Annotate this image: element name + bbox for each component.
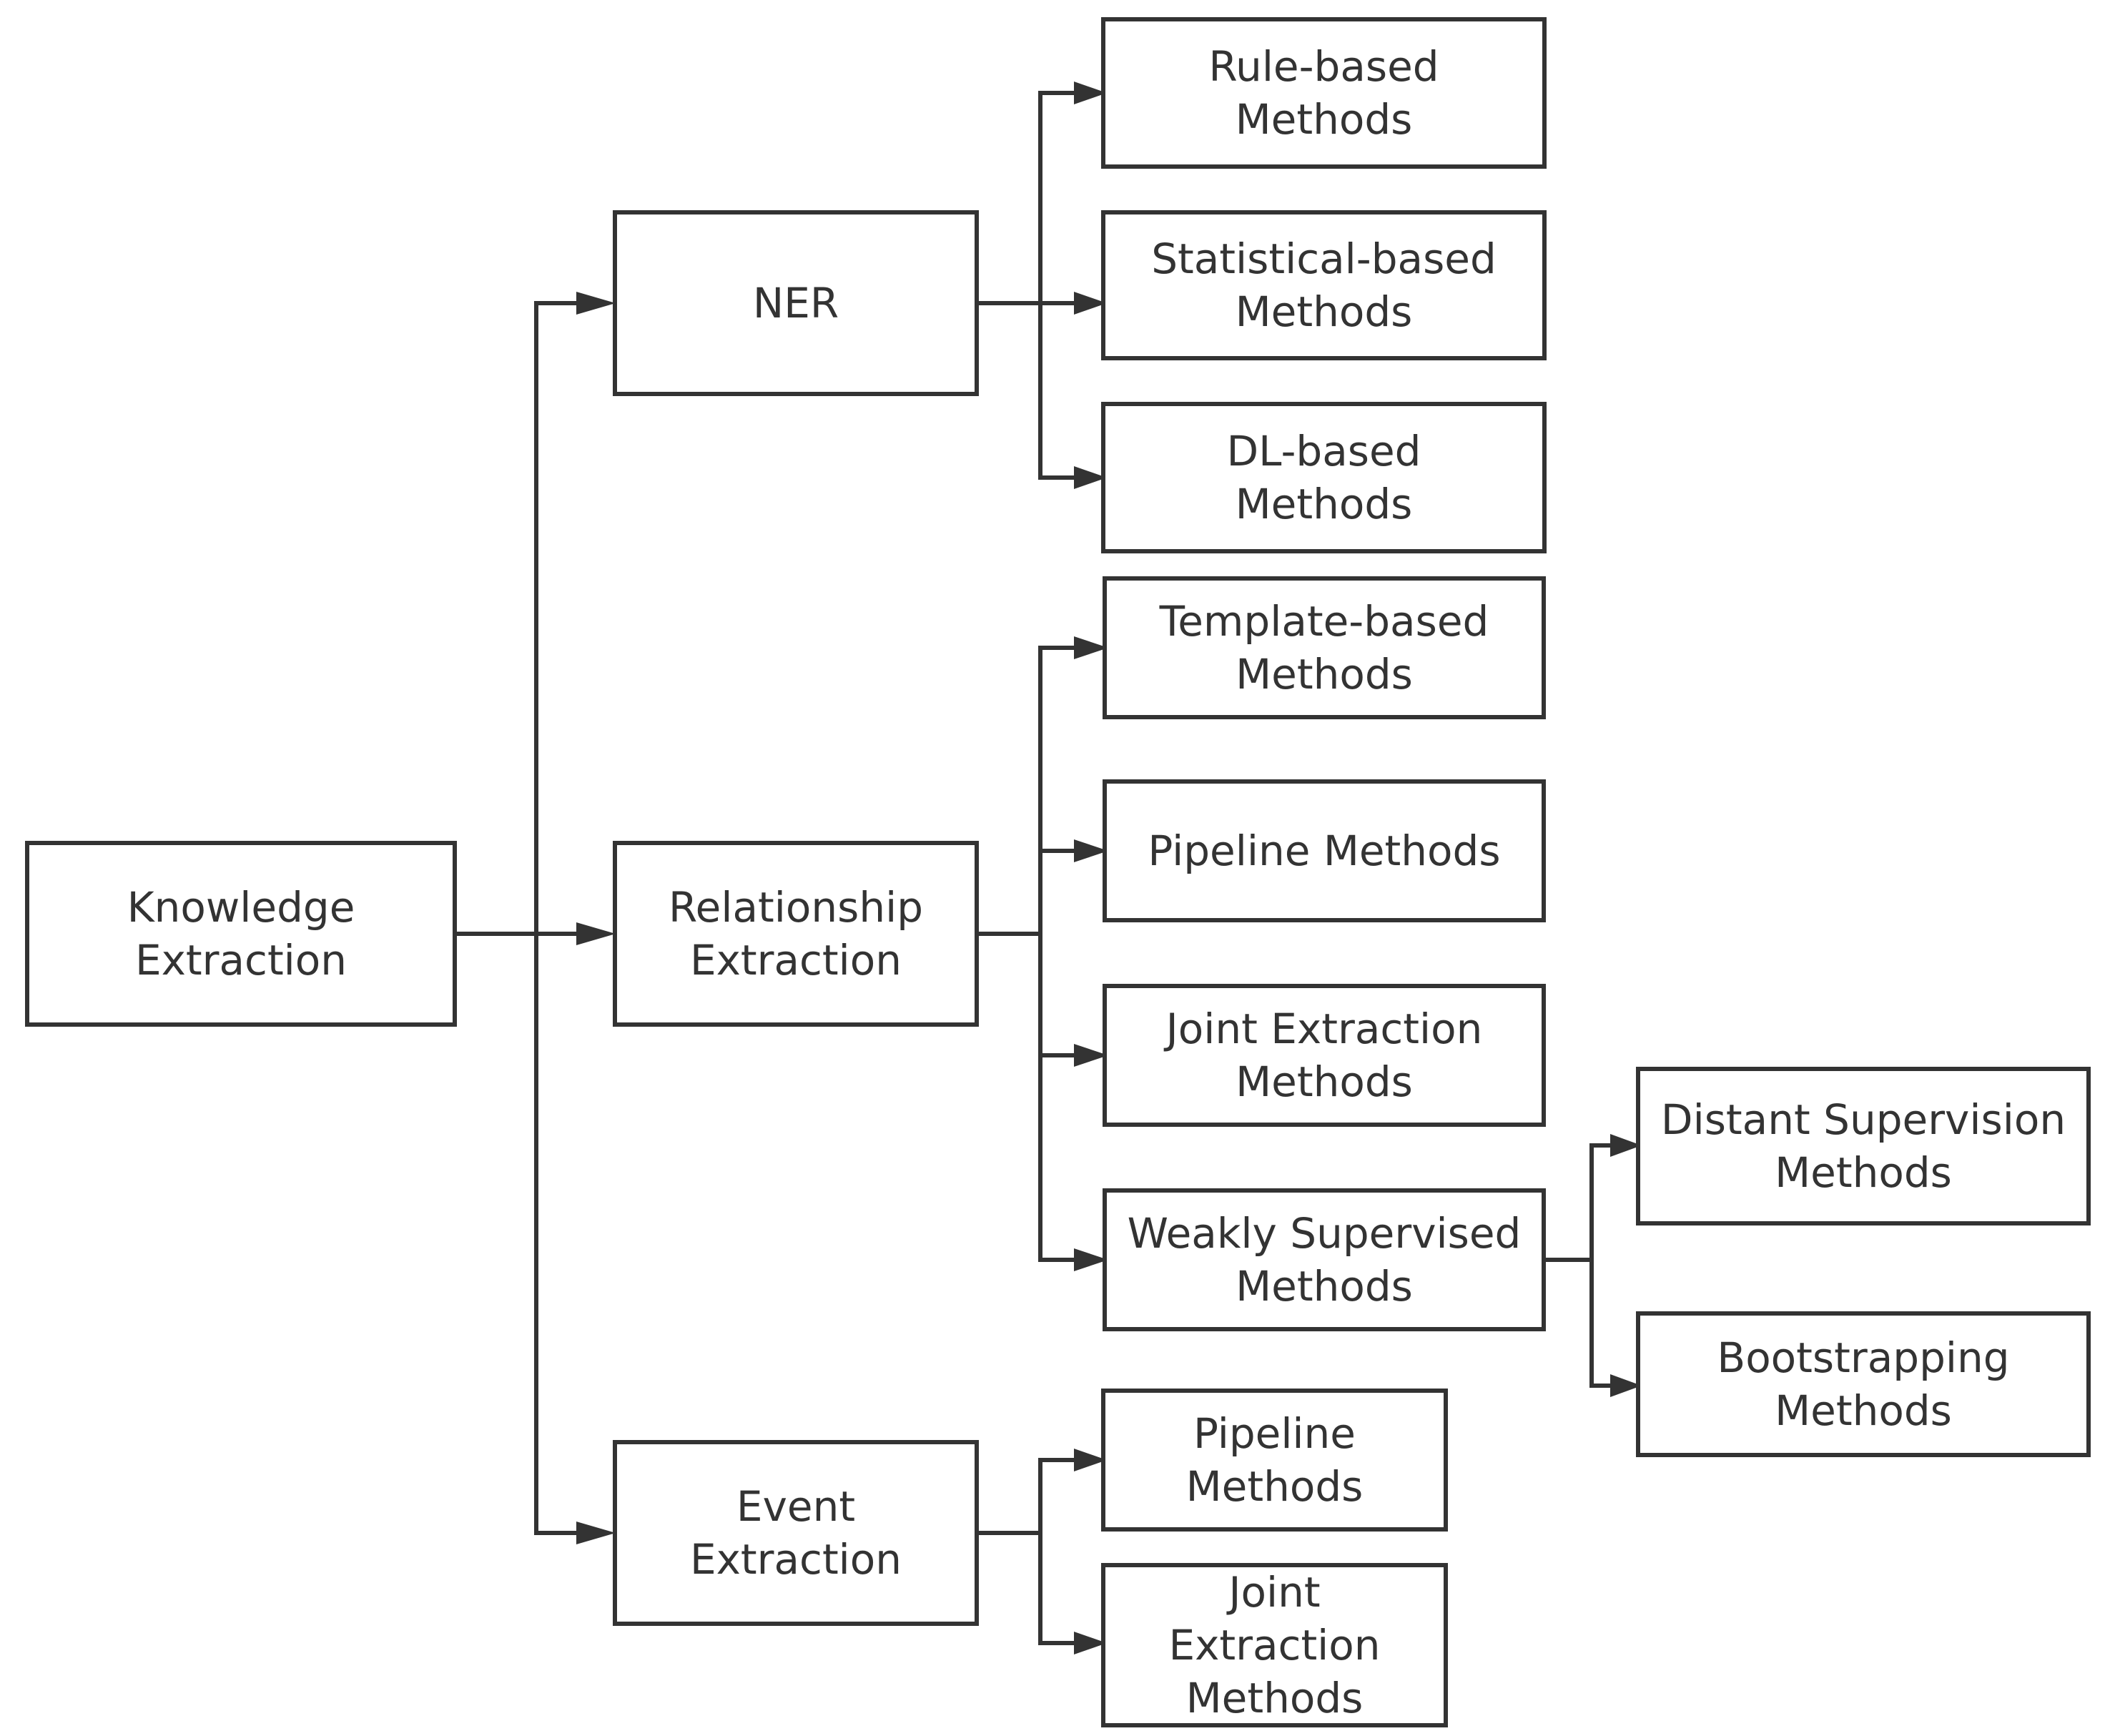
arrowhead-event-joint (1074, 1632, 1107, 1654)
node-ner: NER (613, 210, 979, 396)
node-relationship-pipeline-methods: Pipeline Methods (1103, 779, 1546, 922)
arrowhead-dl (1074, 466, 1107, 489)
arrowhead-event (576, 1522, 616, 1544)
arrowhead-template (1074, 636, 1108, 659)
arrowhead-distant (1610, 1134, 1642, 1157)
node-knowledge-extraction: Knowledge Extraction (25, 841, 457, 1027)
node-event-extraction-label: Event Extraction (689, 1482, 902, 1584)
node-template-based-methods: Template-based Methods (1103, 576, 1546, 719)
node-dl-based-methods-label: DL-based Methods (1226, 427, 1421, 528)
connector-root-to-event (534, 934, 576, 1535)
node-relationship-extraction: Relationship Extraction (613, 841, 979, 1027)
node-dl-based-methods: DL-based Methods (1101, 402, 1547, 553)
node-template-based-methods-label: Template-based Methods (1159, 597, 1489, 699)
node-bootstrapping-methods: Bootstrapping Methods (1636, 1311, 2091, 1457)
node-event-pipeline-methods: Pipeline Methods (1101, 1389, 1448, 1532)
arrowhead-pipeline (1074, 839, 1108, 862)
node-relationship-pipeline-methods-label: Pipeline Methods (1148, 827, 1501, 875)
arrowhead-statistical (1074, 292, 1107, 315)
node-relationship-joint-extraction-methods-label: Joint Extraction Methods (1165, 1005, 1483, 1106)
arrowhead-bootstrapping (1610, 1374, 1642, 1397)
arrowhead-joint (1074, 1044, 1108, 1067)
connector-relationship-to-template (978, 646, 1074, 936)
node-rule-based-methods: Rule-based Methods (1101, 17, 1547, 169)
connector-weakly-to-bootstrapping (1589, 1260, 1610, 1388)
node-statistical-based-methods: Statistical-based Methods (1101, 210, 1547, 360)
connector-event-to-joint (1038, 1533, 1074, 1645)
arrowhead-ner (576, 292, 616, 315)
node-weakly-supervised-methods-label: Weakly Supervised Methods (1127, 1209, 1522, 1311)
connector-weakly-to-distant (1544, 1143, 1610, 1262)
arrowhead-event-pipeline (1074, 1449, 1107, 1471)
arrowhead-rule (1074, 82, 1107, 104)
connector-ner-to-rule (978, 91, 1074, 305)
node-bootstrapping-methods-label: Bootstrapping Methods (1717, 1333, 2010, 1435)
node-weakly-supervised-methods: Weakly Supervised Methods (1103, 1188, 1546, 1331)
arrowhead-weakly (1074, 1248, 1108, 1271)
connector-root-to-ner (456, 301, 576, 936)
node-relationship-joint-extraction-methods: Joint Extraction Methods (1103, 984, 1546, 1127)
arrowhead-relationship (576, 922, 616, 945)
node-rule-based-methods-label: Rule-based Methods (1208, 42, 1439, 144)
connector-event-to-pipeline (978, 1458, 1074, 1535)
node-event-pipeline-methods-label: Pipeline Methods (1185, 1409, 1364, 1511)
node-ner-label: NER (752, 279, 839, 327)
node-statistical-based-methods-label: Statistical-based Methods (1151, 235, 1497, 336)
node-distant-supervision-methods: Distant Supervision Methods (1636, 1067, 2091, 1225)
connector-relationship-to-weakly (1038, 934, 1074, 1262)
connector-ner-to-dl (1038, 303, 1074, 480)
node-event-joint-extraction-methods: Joint Extraction Methods (1101, 1563, 1448, 1727)
node-event-joint-extraction-methods-label: Joint Extraction Methods (1168, 1568, 1381, 1722)
node-relationship-extraction-label: Relationship Extraction (668, 883, 924, 985)
node-event-extraction: Event Extraction (613, 1440, 979, 1626)
node-knowledge-extraction-label: Knowledge Extraction (127, 883, 355, 985)
node-distant-supervision-methods-label: Distant Supervision Methods (1660, 1095, 2066, 1197)
